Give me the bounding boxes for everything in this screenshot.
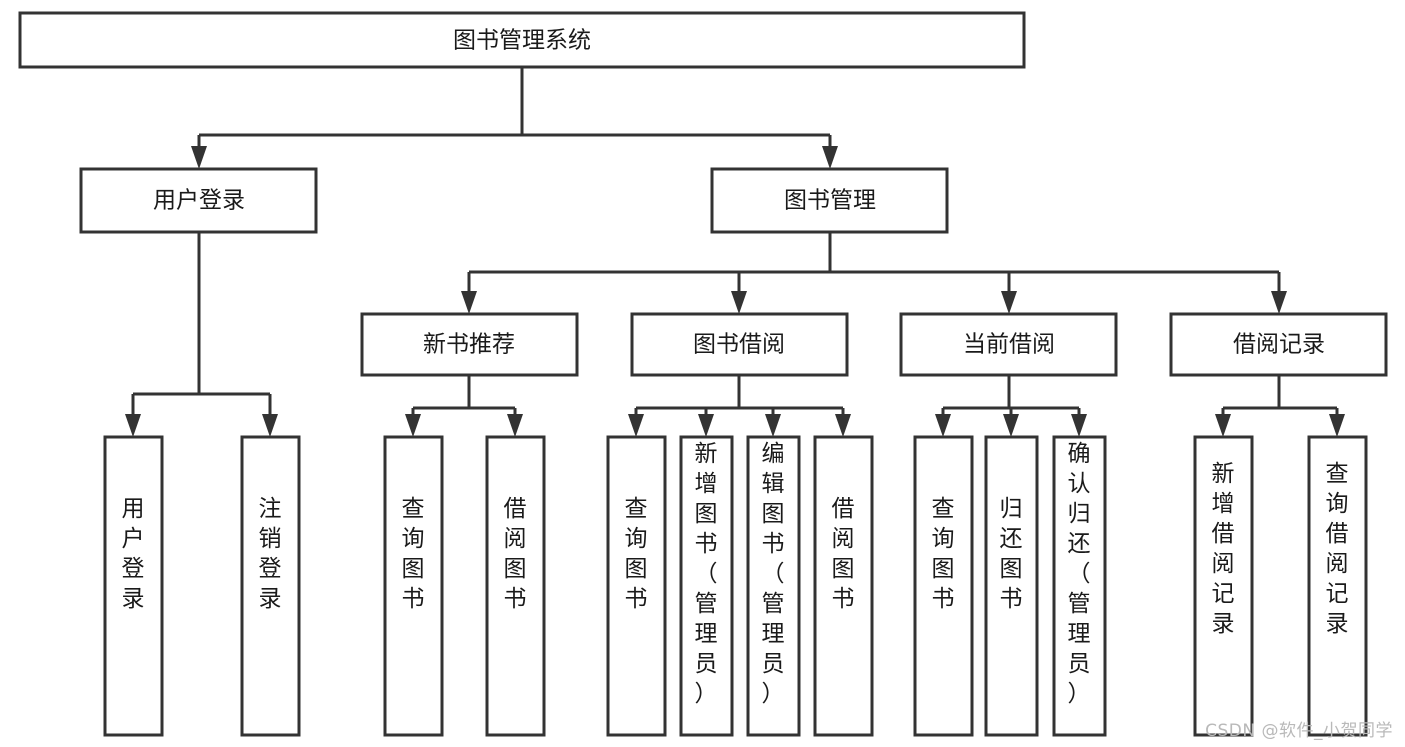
leaf-borrow-record-query[interactable]: 查询借阅记录	[1307, 435, 1368, 737]
leaf-current-borrow-confirm-box[interactable]	[1052, 435, 1107, 737]
arrow-head-book-borrow	[731, 291, 747, 314]
leaf-book-borrow-edit-box[interactable]	[746, 435, 801, 737]
node-book-borrow-box[interactable]	[630, 312, 849, 377]
arrow-head-userlogin-leaf-2	[262, 414, 278, 437]
arrow-head-userlogin-leaf-1	[125, 414, 141, 437]
node-user-login-label: 用户登录	[153, 188, 245, 214]
leaf-user-login-logout-box[interactable]	[240, 435, 301, 737]
leaf-book-borrow-add-label: 新增图书（管理员）	[695, 441, 718, 707]
leaf-book-borrow-edit[interactable]: 编辑图书（管理员）	[746, 435, 801, 737]
edge-group-book-borrow	[628, 375, 851, 437]
leaf-book-borrow-borrow-label: 借阅图书	[832, 496, 855, 612]
node-user-login[interactable]: 用户登录	[79, 167, 318, 234]
node-current-borrow-label: 当前借阅	[963, 332, 1055, 358]
edge-group-current-borrow	[935, 375, 1087, 437]
arrow-head-borrowrecord-leaf-1	[1215, 414, 1231, 437]
leaf-user-login-logout-label: 注销登录	[259, 496, 282, 612]
arrow-head-newbook-leaf-1	[405, 414, 421, 437]
leaf-current-borrow-query-box[interactable]	[913, 435, 974, 737]
arrow-head-newbook-leaf-2	[507, 414, 523, 437]
leaf-book-borrow-query-label: 查询图书	[625, 496, 648, 612]
node-current-borrow-box[interactable]	[899, 312, 1118, 377]
leaf-book-borrow-borrow[interactable]: 借阅图书	[813, 435, 874, 737]
leaf-new-book-borrow[interactable]: 借阅图书	[485, 435, 546, 737]
arrow-head-borrowrecord-leaf-2	[1329, 414, 1345, 437]
leaf-user-login-login[interactable]: 用户登录	[103, 435, 164, 737]
leaf-user-login-login-label: 用户登录	[122, 496, 145, 612]
node-borrow-record[interactable]: 借阅记录	[1169, 312, 1388, 377]
arrow-head-user-login	[191, 146, 207, 169]
arrow-head-currentborrow-leaf-3	[1071, 414, 1087, 437]
arrow-head-bookborrow-leaf-2	[698, 414, 714, 437]
edge-group-book-management	[461, 232, 1287, 314]
node-book-borrow[interactable]: 图书借阅	[630, 312, 849, 377]
leaf-new-book-borrow-box[interactable]	[485, 435, 546, 737]
arrow-head-bookborrow-leaf-4	[835, 414, 851, 437]
leaf-new-book-query-label: 查询图书	[402, 496, 425, 612]
leaf-new-book-query-box[interactable]	[383, 435, 444, 737]
arrow-head-borrow-record	[1271, 291, 1287, 314]
leaf-book-borrow-query-box[interactable]	[606, 435, 667, 737]
leaf-borrow-record-add[interactable]: 新增借阅记录	[1193, 435, 1254, 737]
leaf-user-login-login-box[interactable]	[103, 435, 164, 737]
node-new-book-recommend[interactable]: 新书推荐	[360, 312, 579, 377]
arrow-head-book-mgmt	[822, 146, 838, 169]
arrow-head-currentborrow-leaf-1	[935, 414, 951, 437]
node-root-system[interactable]: 图书管理系统	[18, 11, 1026, 69]
leaf-borrow-record-query-box[interactable]	[1307, 435, 1368, 737]
leaf-current-borrow-query-label: 查询图书	[932, 496, 955, 612]
node-current-borrow[interactable]: 当前借阅	[899, 312, 1118, 377]
leaf-book-borrow-query[interactable]: 查询图书	[606, 435, 667, 737]
edge-group-user-login	[125, 232, 278, 437]
leaf-book-borrow-edit-label: 编辑图书（管理员）	[762, 441, 785, 707]
leaf-borrow-record-query-label: 查询借阅记录	[1326, 461, 1349, 637]
leaf-current-borrow-return-box[interactable]	[984, 435, 1039, 737]
node-new-book-recommend-box[interactable]	[360, 312, 579, 377]
edge-group-root	[191, 67, 838, 169]
node-borrow-record-label: 借阅记录	[1233, 332, 1325, 358]
leaf-new-book-borrow-label: 借阅图书	[504, 496, 527, 612]
leaf-new-book-query[interactable]: 查询图书	[383, 435, 444, 737]
arrow-head-currentborrow-leaf-2	[1003, 414, 1019, 437]
leaf-current-borrow-confirm[interactable]: 确认归还（管理员）	[1052, 435, 1107, 737]
node-borrow-record-box[interactable]	[1169, 312, 1388, 377]
leaf-borrow-record-add-label: 新增借阅记录	[1212, 461, 1235, 637]
node-user-login-box[interactable]	[79, 167, 318, 234]
leaf-borrow-record-add-box[interactable]	[1193, 435, 1254, 737]
leaf-book-borrow-add[interactable]: 新增图书（管理员）	[679, 435, 734, 737]
leaf-current-borrow-confirm-label: 确认归还（管理员）	[1068, 441, 1091, 707]
edge-group-borrow-record	[1215, 375, 1345, 437]
node-book-management[interactable]: 图书管理	[710, 167, 949, 234]
leaf-user-login-logout[interactable]: 注销登录	[240, 435, 301, 737]
arrow-head-bookborrow-leaf-3	[765, 414, 781, 437]
leaf-current-borrow-query[interactable]: 查询图书	[913, 435, 974, 737]
leaf-current-borrow-return[interactable]: 归还图书	[984, 435, 1039, 737]
arrow-head-bookborrow-leaf-1	[628, 414, 644, 437]
leaf-book-borrow-borrow-box[interactable]	[813, 435, 874, 737]
node-new-book-recommend-label: 新书推荐	[423, 332, 515, 358]
node-root-system-box[interactable]	[18, 11, 1026, 69]
leaf-book-borrow-add-box[interactable]	[679, 435, 734, 737]
edge-group-new-book-recommend	[405, 375, 523, 437]
arrow-head-new-book	[461, 291, 477, 314]
node-book-management-box[interactable]	[710, 167, 949, 234]
node-book-borrow-label: 图书借阅	[693, 332, 785, 358]
node-book-management-label: 图书管理	[784, 188, 876, 214]
node-root-system-label: 图书管理系统	[453, 28, 591, 54]
leaf-current-borrow-return-label: 归还图书	[1000, 496, 1023, 612]
arrow-head-current-borrow	[1001, 291, 1017, 314]
